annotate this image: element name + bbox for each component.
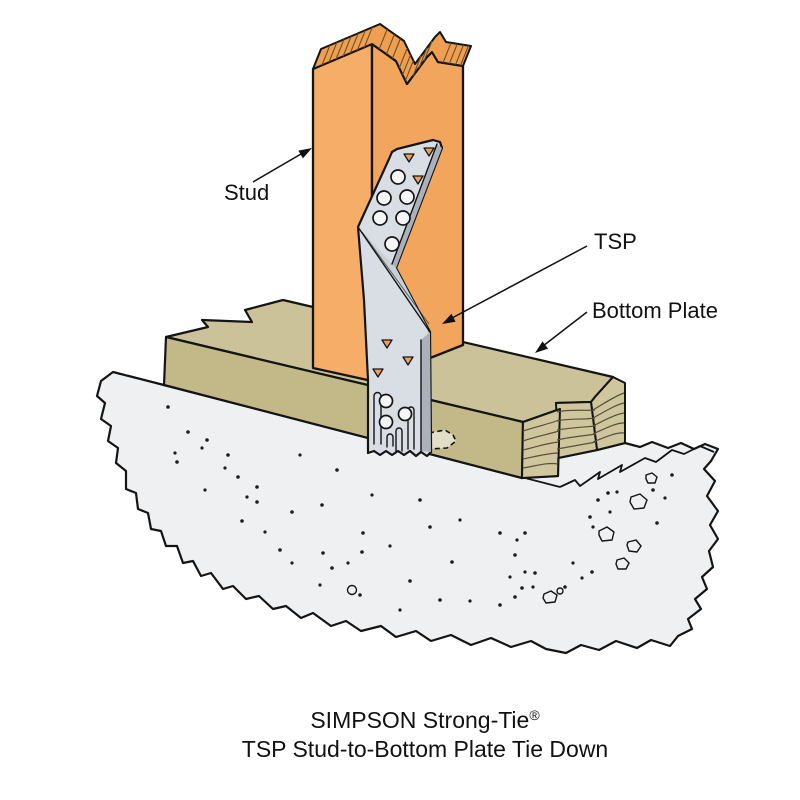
- concrete-foundation: [95, 370, 720, 655]
- stud-leader-line: [252, 153, 302, 183]
- bottom-plate-arrowhead-icon: [535, 341, 549, 353]
- stud-end-grain-hatch: [321, 27, 470, 81]
- strap-bend-crease: [357, 226, 431, 333]
- stud-broken-top-face: [312, 23, 472, 85]
- strap-upper-edge-thickness: [392, 144, 442, 268]
- bottom-plate-label: Bottom Plate: [592, 298, 718, 323]
- stud-arrowhead-icon: [298, 148, 312, 159]
- caption-brand-line: SIMPSON Strong-Tie®: [310, 707, 540, 733]
- caption: SIMPSON Strong-Tie® TSP Stud-to-Bottom P…: [242, 707, 608, 762]
- callout-bottom-plate: Bottom Plate: [535, 298, 718, 353]
- strap-lower-edge-thickness: [421, 332, 431, 452]
- bottom-plate-growth-rings: [522, 392, 625, 469]
- callouts: Stud TSP Bottom Plate: [224, 148, 718, 353]
- strap-bend-crease-inner: [361, 231, 430, 325]
- callout-stud: Stud: [224, 148, 312, 205]
- concrete-speckles: [166, 405, 674, 612]
- tsp-arrowhead-icon: [442, 313, 456, 324]
- caption-brand-text: SIMPSON Strong-Tie: [310, 707, 529, 733]
- caption-product-line: TSP Stud-to-Bottom Plate Tie Down: [242, 736, 608, 762]
- concrete-silhouette: [95, 370, 720, 655]
- stud-label: Stud: [224, 180, 269, 205]
- concrete-pebbles: [346, 472, 658, 604]
- stud-left-face: [311, 42, 374, 383]
- callout-tsp: TSP: [442, 229, 637, 324]
- strap-prong-holes: [372, 147, 435, 378]
- strap-nail-holes: [372, 169, 415, 430]
- tsp-label: TSP: [594, 229, 637, 254]
- bottom-plate-leader-line: [542, 311, 588, 347]
- tsp-leader-line: [451, 245, 588, 319]
- tsp-strap: [356, 138, 444, 458]
- caption-registered-mark: ®: [529, 707, 540, 723]
- concrete-fracture-edge: [559, 445, 715, 488]
